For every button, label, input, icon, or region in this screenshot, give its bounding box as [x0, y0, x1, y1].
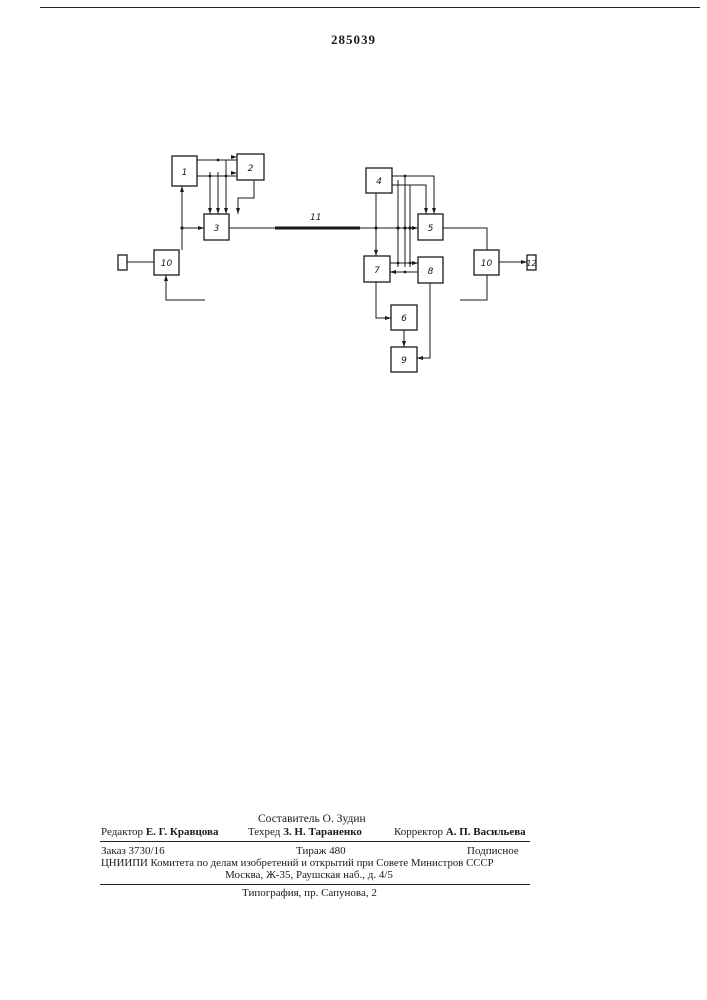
corrector-credit: Корректор А. П. Васильева	[394, 826, 526, 838]
block-10-left: 10	[154, 250, 179, 275]
svg-text:8: 8	[428, 267, 434, 277]
block-10-right: 10	[474, 250, 499, 275]
svg-text:12: 12	[526, 259, 536, 268]
block-5: 5	[418, 214, 443, 240]
block-2: 2	[237, 154, 264, 180]
organization: ЦНИИПИ Комитета по делам изобретений и о…	[101, 857, 494, 869]
svg-text:2: 2	[248, 164, 254, 174]
block-1: 1	[172, 156, 197, 186]
compiler-text: Составитель О. Зудин	[258, 813, 366, 825]
techred-credit: Техред З. Н. Тараненко	[248, 826, 362, 838]
svg-text:4: 4	[376, 177, 382, 187]
circulation: Тираж 480	[296, 845, 346, 857]
imprint-rule-top	[100, 841, 530, 842]
line-label-11: 11	[310, 213, 321, 223]
printer: Типография, пр. Сапунова, 2	[242, 887, 377, 899]
editor-name: Е. Г. Кравцова	[146, 826, 219, 838]
corrector-role: Корректор	[394, 826, 443, 838]
terminal-left	[118, 255, 127, 270]
block-8: 8	[418, 257, 443, 283]
block-7: 7	[364, 256, 390, 282]
svg-text:7: 7	[374, 266, 380, 276]
editor-role: Редактор	[101, 826, 143, 838]
block-6: 6	[391, 305, 417, 330]
editor-credit: Редактор Е. Г. Кравцова	[101, 826, 218, 838]
svg-text:1: 1	[182, 168, 188, 178]
techred-name: З. Н. Тараненко	[283, 826, 362, 838]
svg-text:9: 9	[401, 356, 407, 366]
svg-text:6: 6	[401, 314, 407, 324]
compiler-line: Составитель О. Зудин	[258, 813, 366, 825]
order-number: Заказ 3730/16	[101, 845, 165, 857]
corrector-name: А. П. Васильева	[446, 826, 526, 838]
subscription: Подписное	[467, 845, 519, 857]
block-3: 3	[204, 214, 229, 240]
block-12: 12	[526, 255, 536, 270]
imprint-rule-bottom	[100, 884, 530, 885]
block-4: 4	[366, 168, 392, 193]
svg-text:5: 5	[428, 224, 434, 234]
connection-lines	[127, 160, 527, 358]
block-9: 9	[391, 347, 417, 372]
svg-text:3: 3	[214, 224, 220, 234]
svg-text:10: 10	[161, 259, 173, 269]
address: Москва, Ж-35, Раушская наб., д. 4/5	[225, 869, 393, 881]
techred-role: Техред	[248, 826, 280, 838]
svg-text:10: 10	[481, 259, 493, 269]
